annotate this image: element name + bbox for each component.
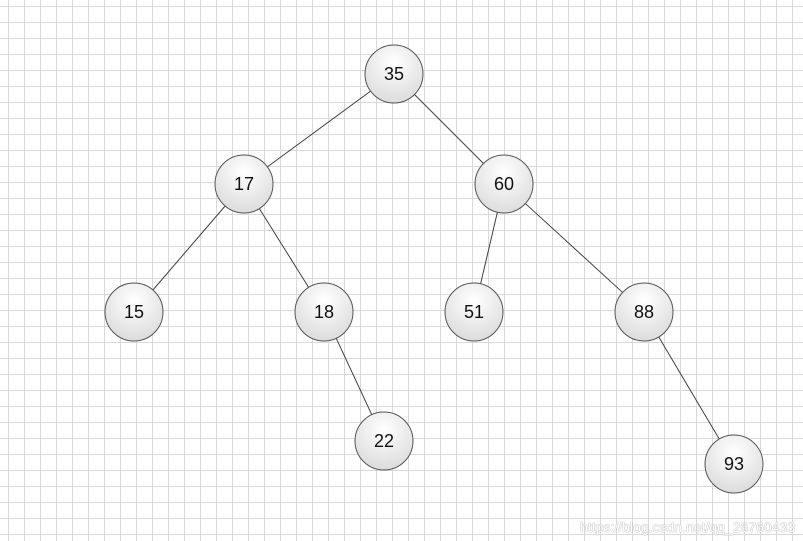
node-circle <box>104 282 164 342</box>
tree-node-18[interactable]: 18 <box>294 282 354 342</box>
edge-18-22 <box>335 338 373 415</box>
node-circle <box>704 434 764 494</box>
nodes-layer: 35 17 60 15 18 51 88 22 93 <box>104 44 764 494</box>
tree-node-51[interactable]: 51 <box>444 282 504 342</box>
edge-17-18 <box>258 208 310 288</box>
node-circle <box>294 282 354 342</box>
node-label: 93 <box>724 454 744 474</box>
node-label: 17 <box>234 174 254 194</box>
tree-node-22[interactable]: 22 <box>354 411 414 471</box>
tree-node-60[interactable]: 60 <box>474 154 534 214</box>
node-label: 51 <box>464 302 484 322</box>
watermark-text: https://blog.csdn.net/qq_26760433 <box>580 519 795 535</box>
node-circle <box>364 44 424 104</box>
edge-17-15 <box>152 205 226 291</box>
node-label: 22 <box>374 431 394 451</box>
node-circle <box>614 282 674 342</box>
node-label: 35 <box>384 64 404 84</box>
node-label: 15 <box>124 302 144 322</box>
tree-node-17[interactable]: 17 <box>214 154 274 214</box>
edge-88-93 <box>658 336 720 440</box>
tree-node-88[interactable]: 88 <box>614 282 674 342</box>
node-circle <box>444 282 504 342</box>
tree-node-35[interactable]: 35 <box>364 44 424 104</box>
node-label: 18 <box>314 302 334 322</box>
tree-node-15[interactable]: 15 <box>104 282 164 342</box>
node-label: 88 <box>634 302 654 322</box>
node-circle <box>354 411 414 471</box>
tree-node-93[interactable]: 93 <box>704 434 764 494</box>
edge-35-60 <box>414 94 484 164</box>
edge-60-51 <box>480 212 498 284</box>
edge-35-17 <box>267 90 371 168</box>
node-label: 60 <box>494 174 514 194</box>
edges-layer <box>152 90 720 440</box>
edge-60-88 <box>525 203 623 293</box>
node-circle <box>474 154 534 214</box>
node-circle <box>214 154 274 214</box>
